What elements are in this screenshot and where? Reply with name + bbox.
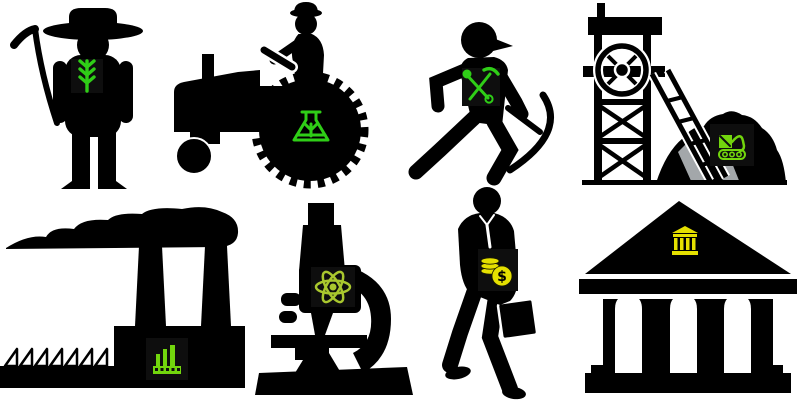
- money-coins-icon: $: [480, 257, 513, 287]
- focus-knob: [281, 293, 301, 306]
- excavator-icon: [718, 135, 746, 160]
- farmer-hat-icon: [43, 22, 143, 40]
- bank-icon: [579, 201, 797, 393]
- factory-badge-icon: [153, 345, 181, 374]
- briefcase-icon: [496, 297, 539, 341]
- focus-knob: [279, 311, 297, 323]
- shoe: [445, 366, 471, 380]
- eyepiece: [308, 203, 334, 227]
- scythe: [10, 23, 63, 129]
- pediment: [585, 201, 791, 274]
- ground-line: [582, 180, 787, 185]
- collar-and-tie: [479, 214, 495, 249]
- front-wheel: [175, 137, 213, 175]
- chemical-flask-icon: [292, 110, 330, 142]
- cornice: [579, 279, 797, 294]
- factory-wing: [0, 366, 114, 388]
- wheat-sprig-icon: [78, 59, 96, 93]
- microscope-icon: [255, 203, 413, 395]
- businessman-icon: $: [442, 187, 539, 400]
- plinth: [585, 373, 791, 393]
- driver-hat-icon: [290, 8, 322, 18]
- chimneys: [135, 246, 231, 326]
- farmer-body: [43, 8, 143, 189]
- base: [255, 367, 413, 395]
- exhaust-pipe: [202, 54, 214, 82]
- arched-windows: [615, 295, 751, 373]
- legs: [442, 285, 526, 400]
- arm: [339, 265, 391, 373]
- sawtooth-roof: [3, 347, 109, 368]
- dollar-sign: $: [497, 269, 507, 285]
- miner-icon: [408, 22, 557, 186]
- shoe: [502, 386, 526, 400]
- atom-icon: [314, 270, 352, 304]
- objective: [311, 313, 333, 335]
- tractor-icon: [174, 2, 369, 189]
- head: [473, 187, 501, 215]
- stage: [271, 335, 367, 348]
- pickaxe: [502, 89, 557, 176]
- mine-headframe-icon: [582, 3, 787, 185]
- cap-visor-icon: [493, 38, 513, 51]
- bank-temple-icon: [672, 226, 698, 255]
- smoke-cloud-icon: [6, 207, 239, 249]
- crossed-shovel-pickaxe-icon: [462, 66, 500, 104]
- farmer-icon: [10, 8, 143, 189]
- factory-icon: [0, 207, 245, 388]
- winding-wheel-icon: [593, 41, 651, 99]
- steering-wheel: [258, 44, 298, 73]
